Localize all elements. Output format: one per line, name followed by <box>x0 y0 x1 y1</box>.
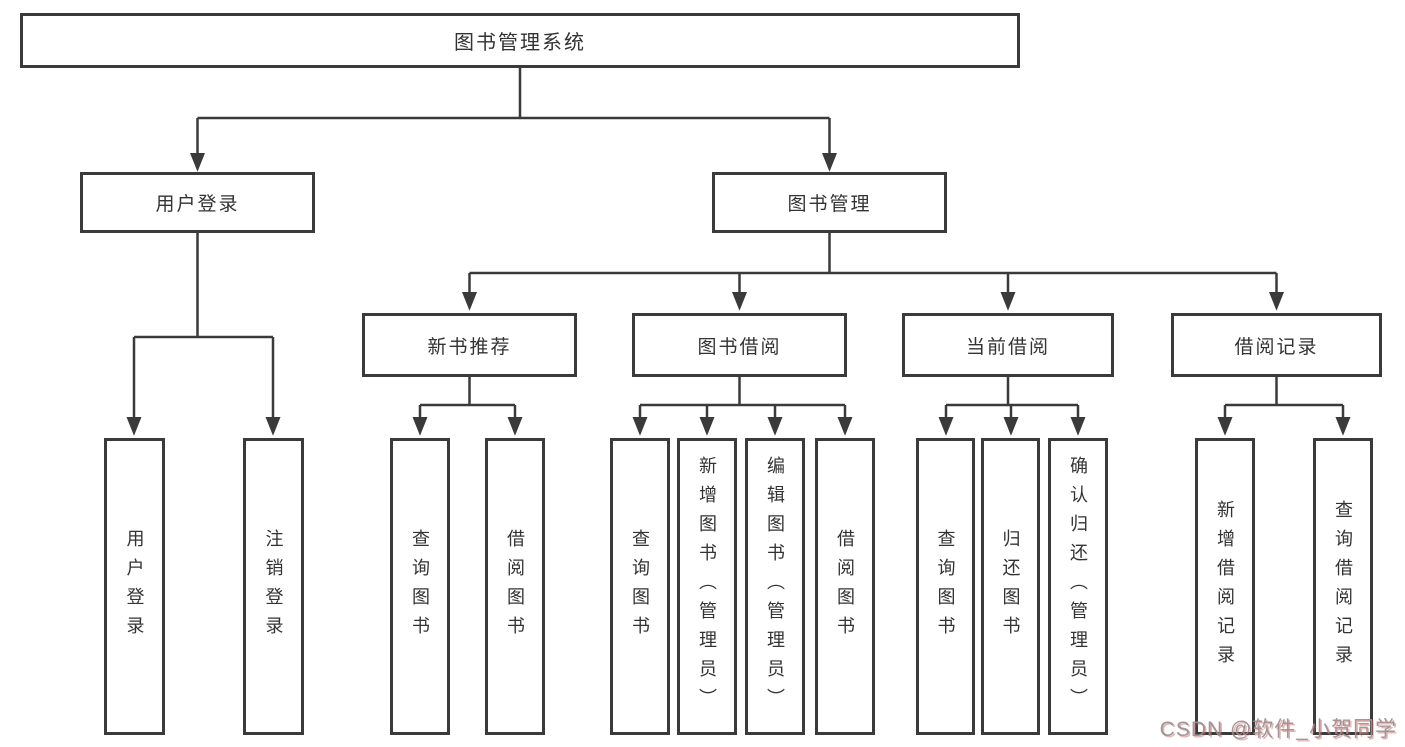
node-current-borrowing: 当前借阅 <box>902 313 1114 377</box>
leaf-edit-books-admin-label: 编辑图书（管理员） <box>765 456 785 717</box>
leaf-query-books-3-label: 查询图书 <box>935 528 956 645</box>
node-borrowing-records: 借阅记录 <box>1171 313 1382 377</box>
leaf-confirm-return-admin: 确认归还（管理员） <box>1048 438 1108 735</box>
node-book-borrowing: 图书借阅 <box>632 313 847 377</box>
leaf-query-books-2: 查询图书 <box>610 438 670 735</box>
leaf-query-books-2-label: 查询图书 <box>630 528 650 645</box>
leaf-user-login-label: 用户登录 <box>124 528 145 645</box>
leaf-add-borrow-record: 新增借阅记录 <box>1195 438 1255 735</box>
leaf-borrow-books-2: 借阅图书 <box>815 438 875 735</box>
leaf-add-books-admin-label: 新增图书（管理员） <box>697 456 717 717</box>
leaf-edit-books-admin: 编辑图书（管理员） <box>745 438 805 735</box>
leaf-query-borrow-record-label: 查询借阅记录 <box>1333 499 1353 674</box>
leaf-return-books: 归还图书 <box>981 438 1040 735</box>
leaf-add-books-admin: 新增图书（管理员） <box>677 438 737 735</box>
leaf-logout: 注销登录 <box>243 438 304 735</box>
leaf-borrow-books-2-label: 借阅图书 <box>835 528 855 645</box>
leaf-return-books-label: 归还图书 <box>1000 528 1021 645</box>
leaf-query-books-3: 查询图书 <box>916 438 975 735</box>
leaf-user-login: 用户登录 <box>104 438 165 735</box>
leaf-logout-label: 注销登录 <box>263 528 284 645</box>
leaf-query-books-1: 查询图书 <box>390 438 450 735</box>
node-library-management-system: 图书管理系统 <box>20 13 1020 68</box>
leaf-query-books-1-label: 查询图书 <box>410 528 430 645</box>
leaf-confirm-return-admin-label: 确认归还（管理员） <box>1068 456 1088 717</box>
leaf-borrow-books-1-label: 借阅图书 <box>505 528 525 645</box>
leaf-borrow-books-1: 借阅图书 <box>485 438 545 735</box>
node-user-login: 用户登录 <box>80 172 315 233</box>
leaf-add-borrow-record-label: 新增借阅记录 <box>1215 499 1235 674</box>
node-new-book-recommendation: 新书推荐 <box>362 313 577 377</box>
leaf-query-borrow-record: 查询借阅记录 <box>1313 438 1373 735</box>
node-book-management: 图书管理 <box>712 172 947 233</box>
